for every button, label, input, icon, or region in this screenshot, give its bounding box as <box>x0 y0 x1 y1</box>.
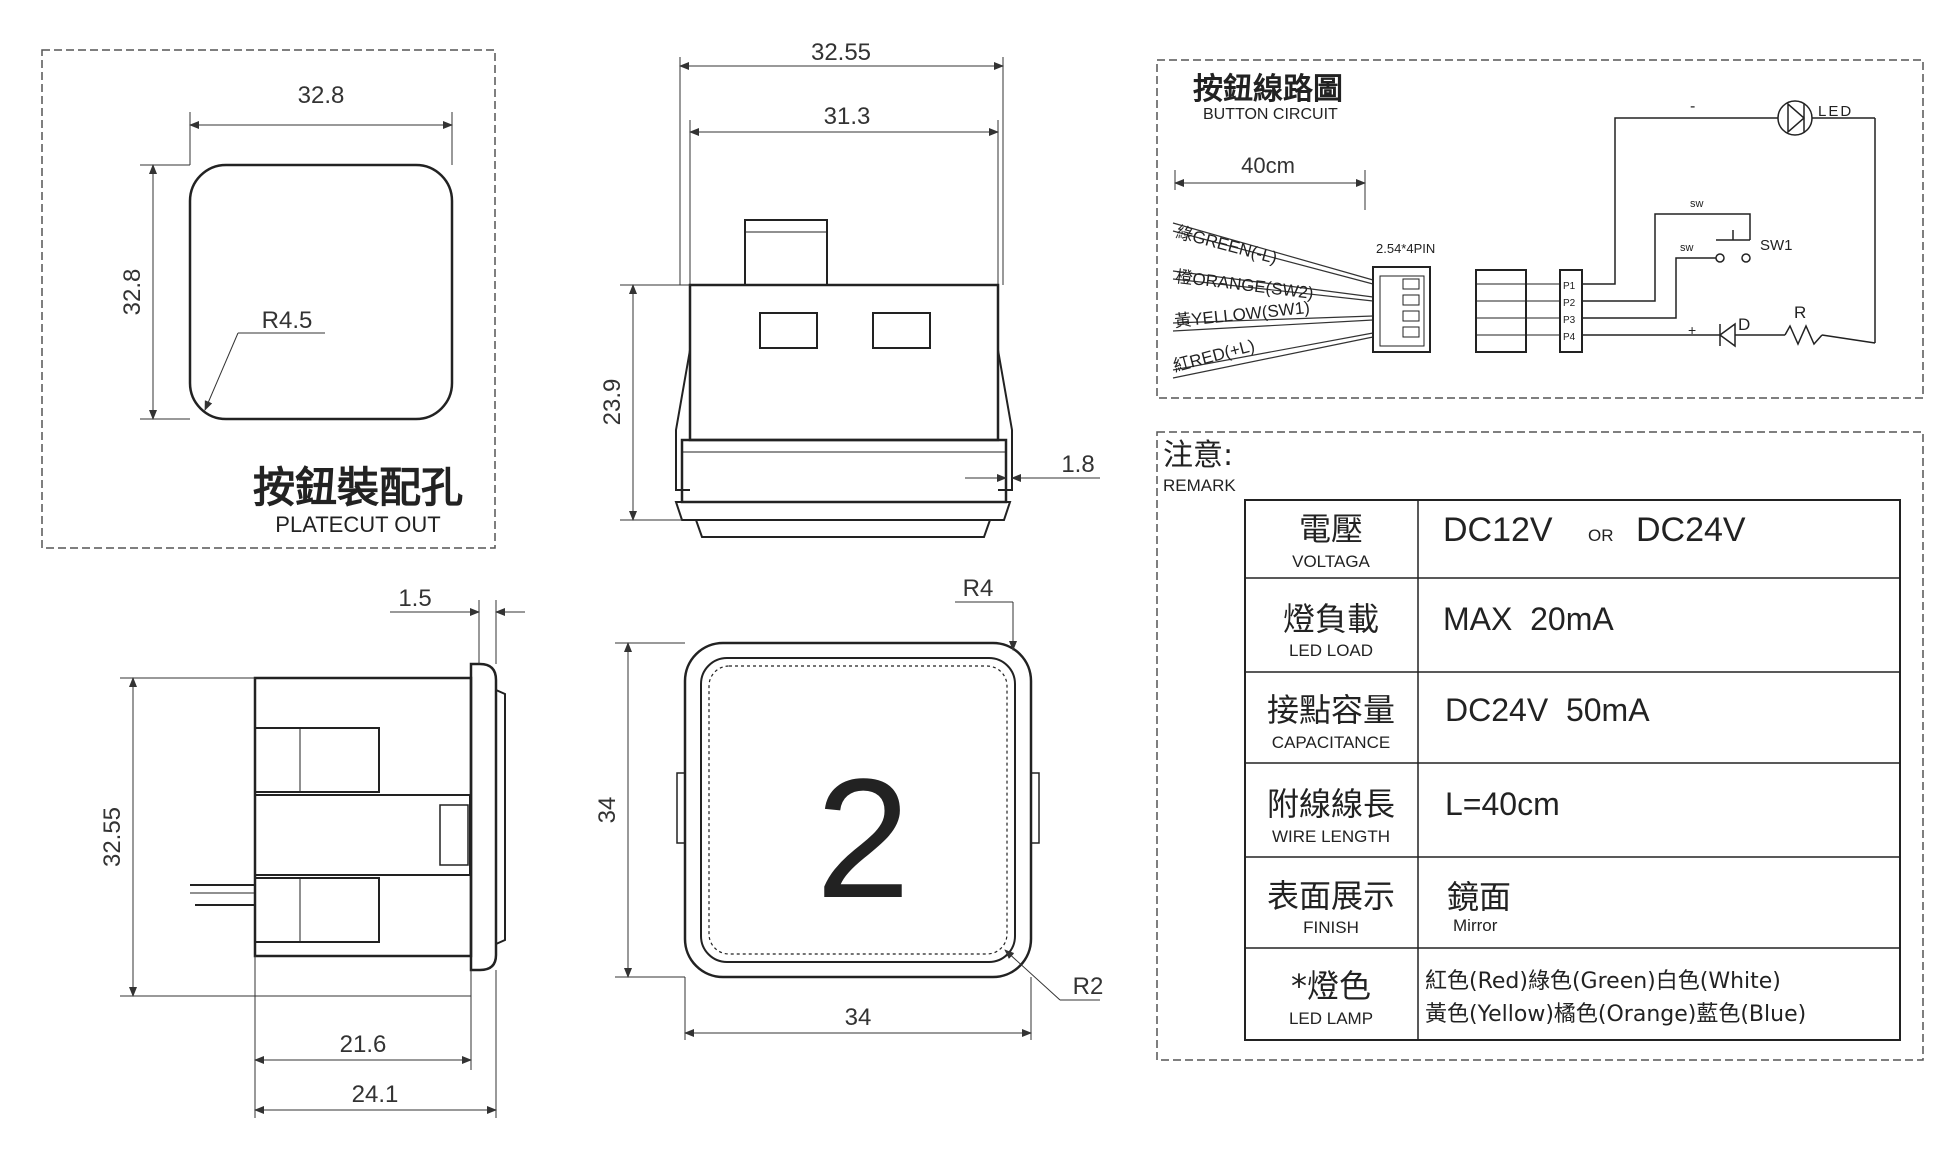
row-label-zh: 接點容量 <box>1267 691 1395 729</box>
row-label-zh: 電壓 <box>1299 510 1363 548</box>
back-depth-inner-dim: 21.6 <box>340 1031 387 1058</box>
row-label-zh: 燈負載 <box>1283 600 1379 638</box>
front-inner-radius-dim: R2 <box>1073 973 1104 1000</box>
circuit-title-en: BUTTON CIRCUIT <box>1203 106 1338 123</box>
row-value: DC24V 50mA <box>1445 692 1650 728</box>
plate-title-zh: 按鈕裝配孔 <box>253 463 463 512</box>
back-view: 1.5 32.55 21.6 24.1 <box>99 585 525 1118</box>
row-value: MAX 20mA <box>1443 601 1614 637</box>
plate-title-en: PLATECUT OUT <box>275 512 440 537</box>
row-value-line1: 紅色(Red)綠色(Green)白色(White) <box>1425 969 1781 994</box>
plate-cutout-view: 32.8 32.8 R4.5 按鈕裝配孔 PLATECUT OUT <box>41 49 496 549</box>
remark-row-led-lamp: *燈色 LED LAMP 紅色(Red)綠色(Green)白色(White) 黃… <box>1289 967 1806 1028</box>
button-circuit-panel: 按鈕線路圖 BUTTON CIRCUIT 40cm 綠GREEN(-L) 橙OR… <box>1156 59 1924 399</box>
sw1-label: SW1 <box>1760 237 1793 254</box>
row-value: L=40cm <box>1445 786 1560 822</box>
pin-label-p3: P3 <box>1563 315 1576 326</box>
side-flange-dim: 1.8 <box>1061 451 1094 478</box>
row-value-line2: 黃色(Yellow)橘色(Orange)藍色(Blue) <box>1425 1002 1806 1027</box>
wire-label-green: 綠GREEN(-L) <box>1174 223 1279 268</box>
front-view: 2 R4 34 34 R2 <box>594 575 1103 1040</box>
remark-row-voltage: 電壓 VOLTAGA DC12V OR DC24V <box>1292 510 1746 571</box>
pin-label-p2: P2 <box>1563 298 1576 309</box>
row-value: 鏡面 <box>1447 878 1511 916</box>
row-label-en: VOLTAGA <box>1292 552 1370 571</box>
front-outer-radius-dim: R4 <box>963 575 994 602</box>
row-value-2: DC24V <box>1636 511 1746 549</box>
row-value-sub: Mirror <box>1453 916 1498 935</box>
remark-row-wire-length: 附線線長 WIRE LENGTH L=40cm <box>1267 785 1560 846</box>
row-value-or: OR <box>1588 526 1614 545</box>
wire-length-dim: 40cm <box>1241 153 1295 178</box>
led-label: LED <box>1818 103 1853 120</box>
row-label-zh: 附線線長 <box>1267 785 1395 823</box>
row-label-en: LED LAMP <box>1289 1009 1373 1028</box>
led-minus-label: - <box>1690 98 1695 115</box>
wire-label-yellow: 黃YELLOW(SW1) <box>1173 298 1310 331</box>
circuit-title-zh: 按鈕線路圖 <box>1193 72 1343 107</box>
remark-title-zh: 注意: <box>1163 438 1233 473</box>
diode-plus-label: + <box>1688 322 1696 338</box>
row-label-zh: *燈色 <box>1291 967 1371 1005</box>
remark-row-led-load: 燈負載 LED LOAD MAX 20mA <box>1283 600 1614 660</box>
row-value: DC12V <box>1443 511 1553 549</box>
resistor-label: R <box>1794 303 1806 322</box>
plate-width-dim: 32.8 <box>298 82 345 109</box>
back-flange-dim: 1.5 <box>398 585 431 612</box>
row-label-en: CAPACITANCE <box>1272 733 1390 752</box>
pin-label-p4: P4 <box>1563 332 1576 343</box>
row-label-en: WIRE LENGTH <box>1272 827 1390 846</box>
pin-label-p1: P1 <box>1563 281 1576 292</box>
remark-title-en: REMARK <box>1163 476 1236 495</box>
side-height-dim: 23.9 <box>599 379 626 426</box>
row-label-en: FINISH <box>1303 918 1359 937</box>
switch-label-b: sw <box>1680 242 1694 254</box>
connector-label: 2.54*4PIN <box>1376 241 1435 256</box>
wire-label-orange: 橙ORANGE(SW2) <box>1175 267 1315 303</box>
plate-height-dim: 32.8 <box>119 269 146 316</box>
remark-panel: 注意: REMARK 電壓 VOLTAGA DC12V OR DC24V 燈負載… <box>1156 431 1924 1061</box>
button-digit: 2 <box>816 744 911 934</box>
diode-label: D <box>1738 315 1750 334</box>
back-depth-outer-dim: 24.1 <box>352 1081 399 1108</box>
front-width-dim: 34 <box>845 1004 872 1031</box>
side-outer-width-dim: 32.55 <box>811 39 871 66</box>
plate-radius-dim: R4.5 <box>262 307 313 334</box>
back-height-dim: 32.55 <box>99 807 126 867</box>
switch-label-a: sw <box>1690 198 1704 210</box>
remark-row-capacitance: 接點容量 CAPACITANCE DC24V 50mA <box>1267 691 1650 752</box>
remark-row-finish: 表面展示 FINISH 鏡面 Mirror <box>1267 877 1511 937</box>
side-view: 32.55 31.3 23.9 1.8 <box>599 39 1100 538</box>
row-label-en: LED LOAD <box>1289 641 1373 660</box>
row-label-zh: 表面展示 <box>1267 877 1395 915</box>
front-height-dim: 34 <box>594 797 621 824</box>
side-inner-width-dim: 31.3 <box>824 103 871 130</box>
